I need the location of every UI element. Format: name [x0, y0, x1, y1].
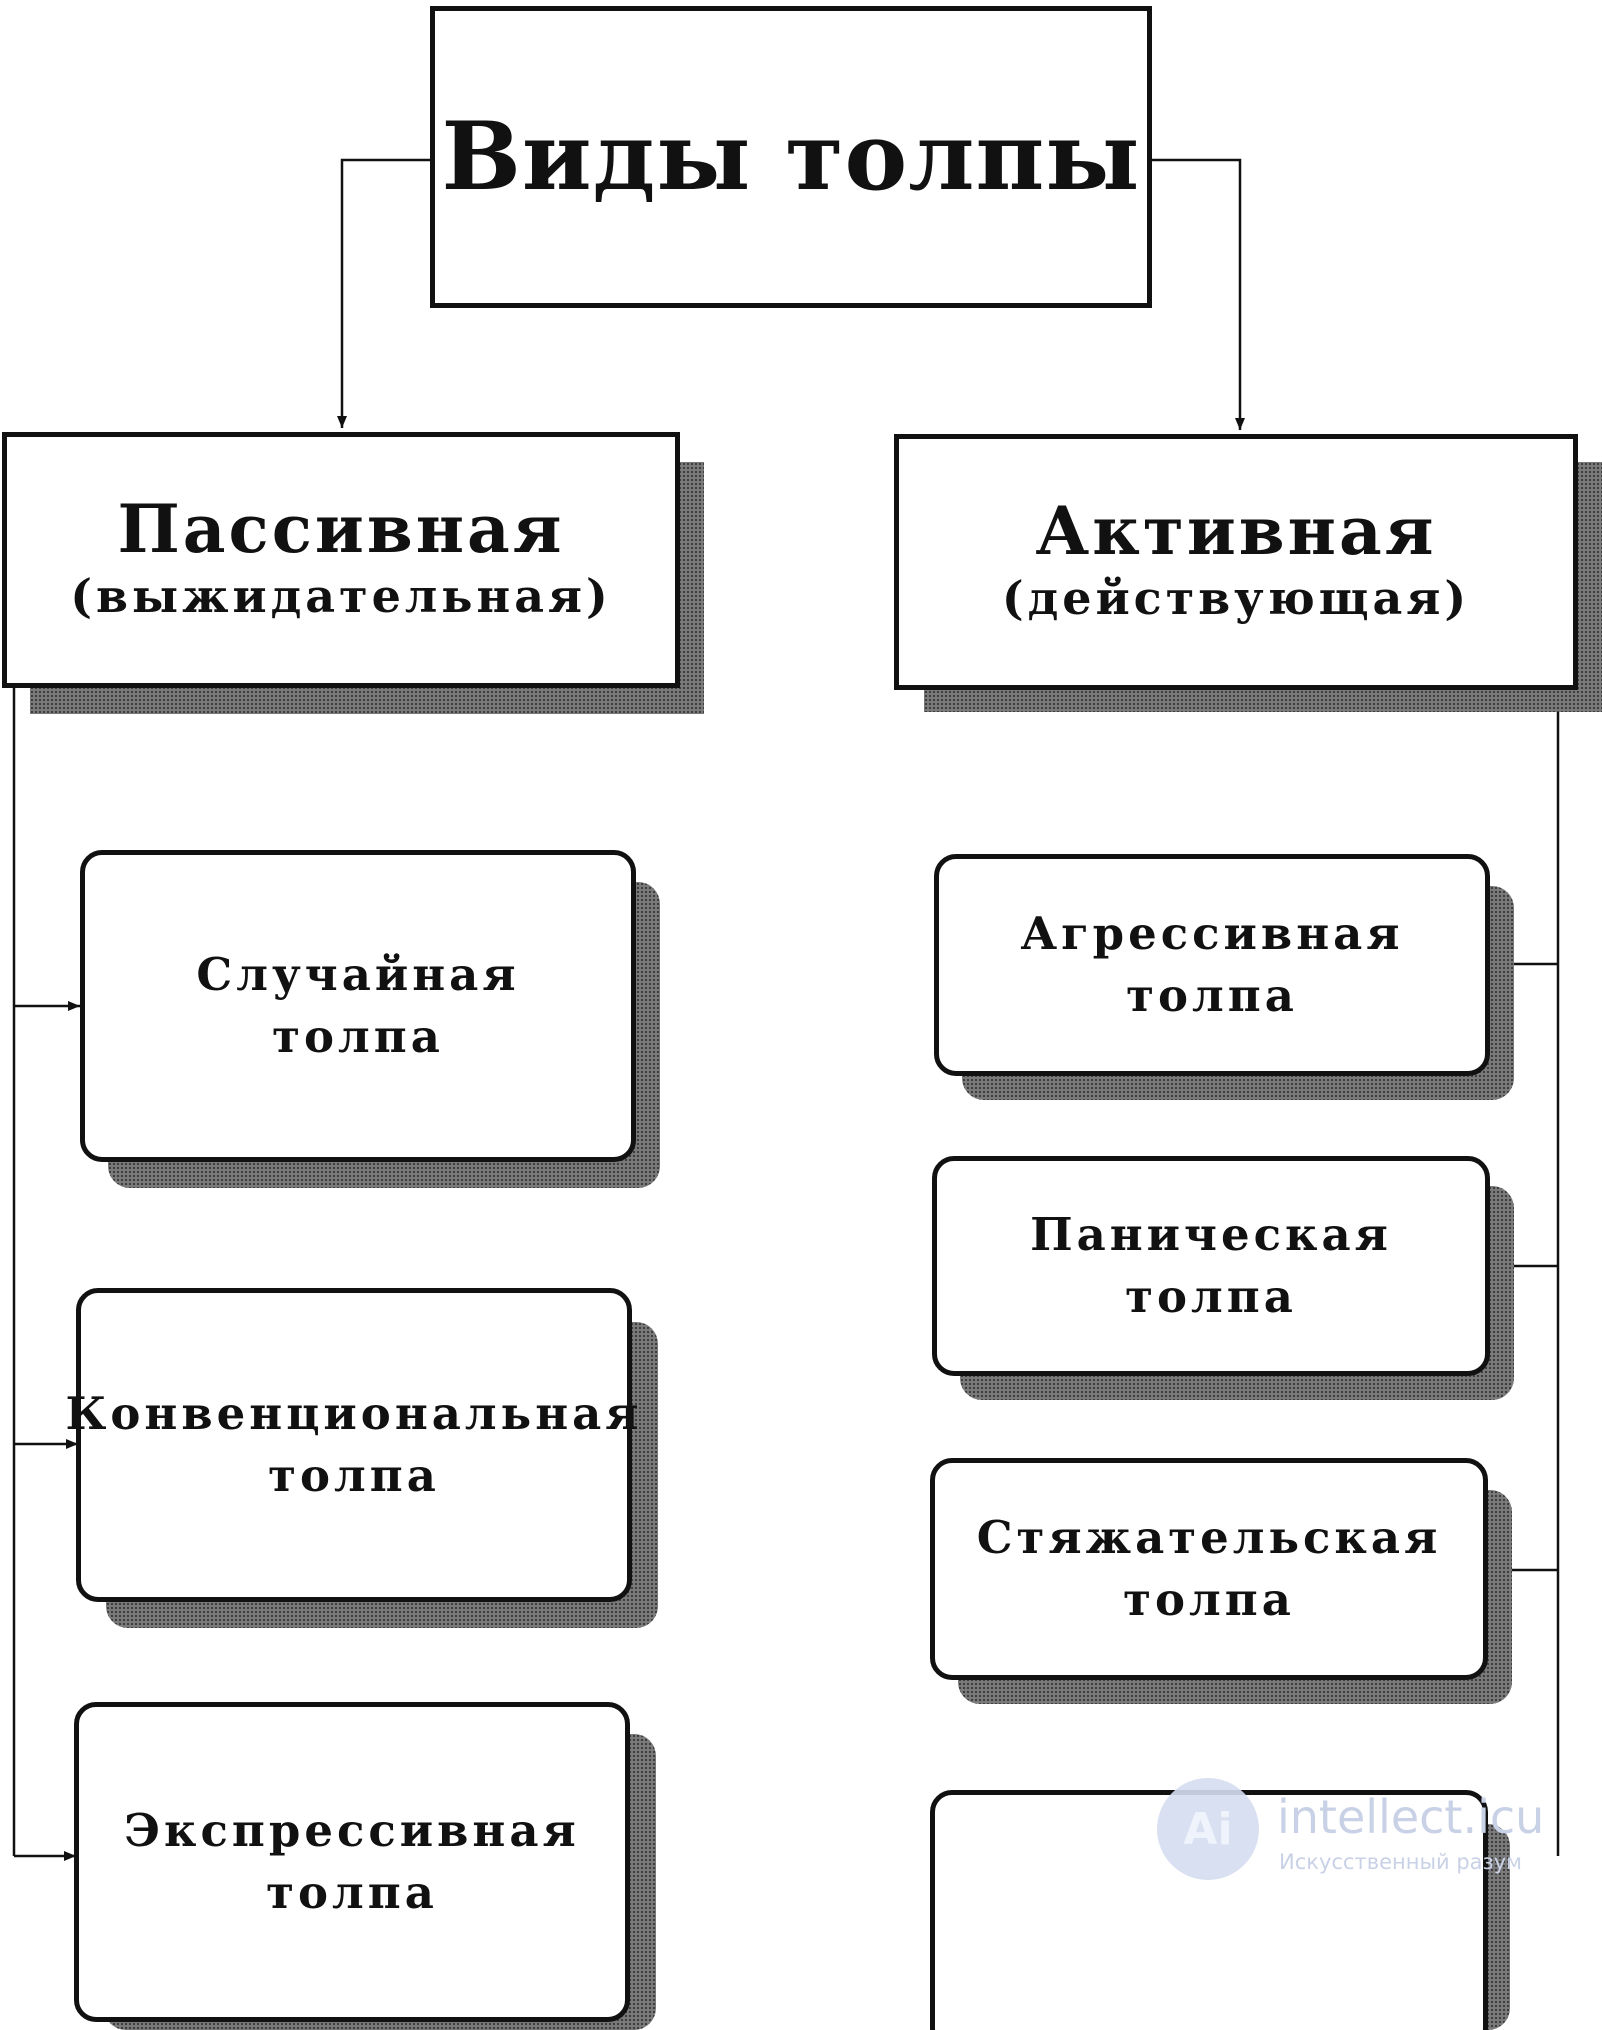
- agressivnaya-box: Агрессивная толпа: [934, 854, 1490, 1076]
- connector-title-to-active: [1152, 158, 1245, 430]
- konvencionalnaya-line-2: толпа: [268, 1449, 440, 1502]
- passive-category-sublabel: (выжидательная): [70, 569, 612, 624]
- passive-category-box: Пассивная (выжидательная): [2, 432, 680, 688]
- watermark-logo-icon: Ai: [1157, 1778, 1259, 1880]
- konvencionalnaya-box: Конвенциональная толпа: [65, 1288, 639, 1602]
- active-category-sublabel: (действующая): [1001, 571, 1471, 626]
- ekspressivnaya-box: Экспрессивная толпа: [74, 1702, 630, 2022]
- passive-category-label: Пассивная: [117, 489, 565, 568]
- connector-title-to-passive: [337, 158, 432, 428]
- panicheskaya-line-2: толпа: [1125, 1270, 1297, 1323]
- agressivnaya-line-1: Агрессивная: [1020, 907, 1404, 960]
- konvencionalnaya-line-1: Конвенциональная: [65, 1387, 643, 1440]
- title-box: Виды толпы: [430, 6, 1152, 308]
- ekspressivnaya-line-1: Экспрессивная: [124, 1804, 580, 1857]
- panicheskaya-line-1: Паническая: [1030, 1208, 1392, 1261]
- watermark-site-name: intellect.icu: [1277, 1790, 1545, 1844]
- ekspressivnaya-line-2: толпа: [266, 1866, 438, 1919]
- styazhatelskaya-box: Стяжательская толпа: [930, 1458, 1488, 1680]
- diagram-title: Виды толпы: [441, 102, 1141, 212]
- sluchainaya-box: Случайная толпа: [80, 850, 636, 1162]
- styazhatelskaya-line-1: Стяжательская: [976, 1511, 1442, 1564]
- sluchainaya-line-2: толпа: [272, 1010, 444, 1063]
- active-category-box: Активная (действующая): [894, 434, 1578, 690]
- watermark-tagline: Искусственный разум: [1279, 1850, 1522, 1874]
- active-category-label: Активная: [1035, 491, 1437, 570]
- agressivnaya-line-2: толпа: [1126, 969, 1298, 1022]
- panicheskaya-box: Паническая толпа: [932, 1156, 1490, 1376]
- sluchainaya-line-1: Случайная: [196, 948, 520, 1001]
- styazhatelskaya-line-2: толпа: [1123, 1573, 1295, 1626]
